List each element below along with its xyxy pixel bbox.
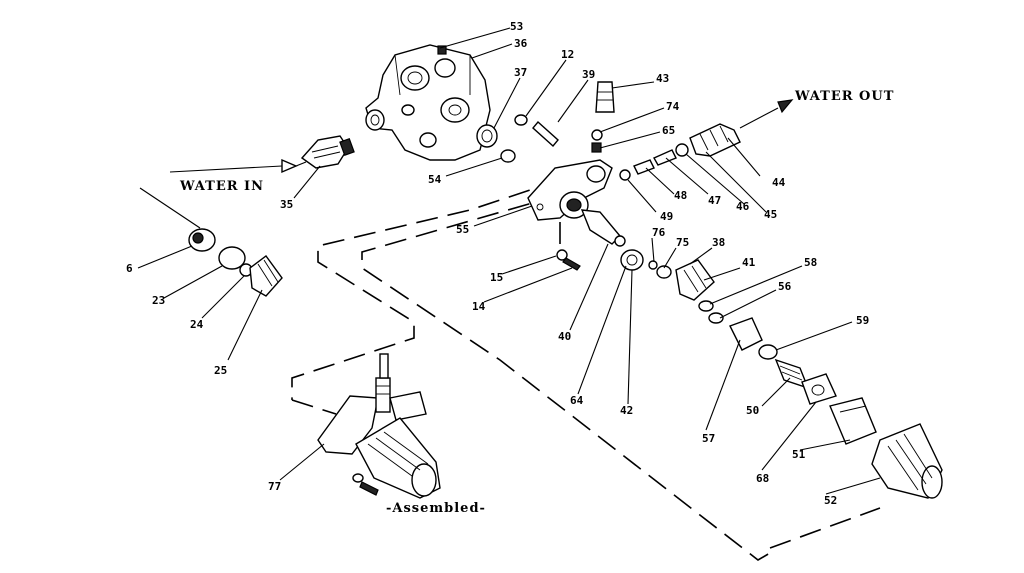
part-label-64: 64 [570,394,584,407]
part-label-36: 36 [514,37,528,50]
part-label-55: 55 [456,223,469,236]
water-out-arrow [739,99,794,129]
part-label-41: 41 [742,256,756,269]
part-label-40: 40 [558,330,571,343]
part-label-50: 50 [746,404,759,417]
part-label-14: 14 [472,300,486,313]
part-label-54: 54 [428,173,442,186]
part-label-46: 46 [736,200,750,213]
assembled-unit [317,353,441,499]
unloader-valve-body [527,159,613,221]
part-label-38: 38 [712,236,725,249]
assembled-label: -Assembled- [386,501,486,516]
bolts [556,249,581,271]
part-label-53: 53 [510,20,523,33]
part-label-42: 42 [620,404,633,417]
central-parts-chain [580,209,943,499]
part-label-75: 75 [676,236,689,249]
water-in-label: WATER IN [179,179,264,194]
leader-lines [137,27,881,495]
part-label-45: 45 [764,208,777,221]
part-label-65: 65 [662,124,675,137]
part-label-12: 12 [561,48,574,61]
part-label-52: 52 [824,494,837,507]
part-label-51: 51 [792,448,806,461]
part-label-68: 68 [756,472,769,485]
water-out-label: WATER OUT [794,89,894,104]
part-label-25: 25 [214,364,227,377]
part-label-37: 37 [514,66,527,79]
part-label-56: 56 [778,280,792,293]
part-number-labels: 53 36 12 37 39 43 74 65 54 55 35 49 48 4… [126,20,869,507]
part-label-58: 58 [804,256,817,269]
part-label-24: 24 [190,318,204,331]
part-label-59: 59 [856,314,869,327]
top-small-parts [476,81,615,163]
part-label-6: 6 [126,262,133,275]
part-label-23: 23 [152,294,165,307]
part-label-43: 43 [656,72,669,85]
part-label-57: 57 [702,432,715,445]
part-label-48: 48 [674,189,687,202]
part-label-74: 74 [666,100,680,113]
pump-head [365,44,491,161]
part-label-47: 47 [708,194,721,207]
part-label-76: 76 [652,226,666,239]
part-label-15: 15 [490,271,503,284]
left-nozzle-parts [139,187,283,297]
inlet-fitting [300,135,355,169]
water-in-arrow [169,158,307,174]
part-label-35: 35 [280,198,293,211]
outlet-chain [619,123,741,181]
part-label-49: 49 [660,210,673,223]
part-label-44: 44 [772,176,786,189]
part-label-77: 77 [268,480,281,493]
part-label-39: 39 [582,68,595,81]
